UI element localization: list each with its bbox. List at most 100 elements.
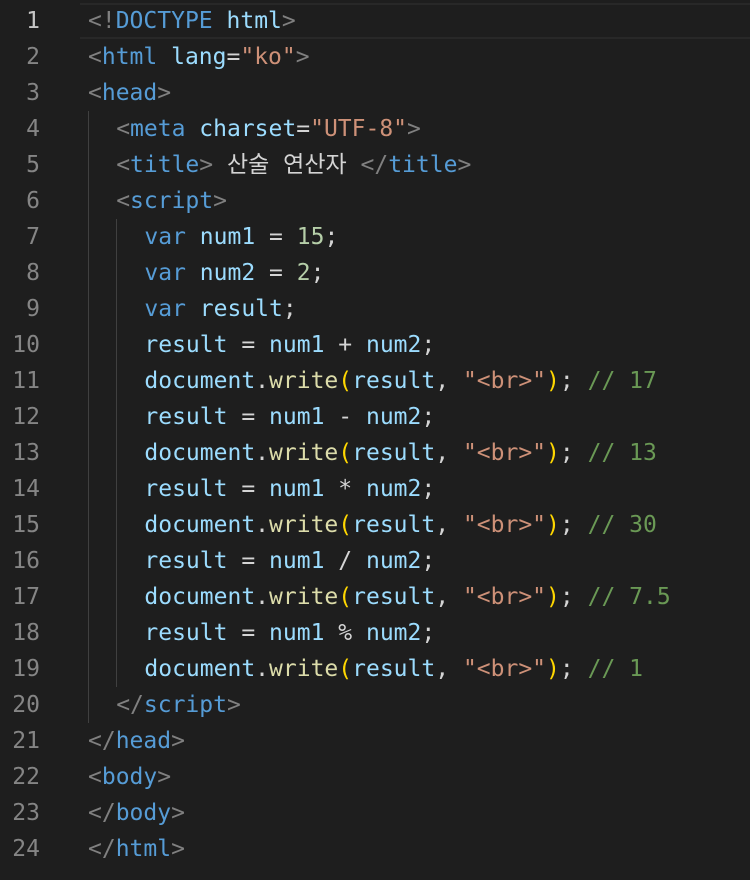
code-token: head [101, 80, 158, 106]
code-token: ( [338, 368, 353, 394]
line-number: 4 [26, 116, 40, 142]
line-number: 15 [12, 512, 40, 538]
code-line-content[interactable]: document.write(result, "<br>"); // 17 [80, 363, 750, 399]
indent-guide [88, 111, 89, 723]
code-line-content[interactable]: <!DOCTYPE html> [80, 3, 750, 39]
code-line[interactable]: 4 <meta charset="UTF-8"> [0, 111, 750, 147]
code-token: 2 [296, 260, 311, 286]
code-line[interactable]: 22 <body> [0, 759, 750, 795]
code-text: </head> [88, 723, 185, 759]
code-line-content[interactable]: result = num1 - num2; [80, 399, 750, 435]
code-line[interactable]: 1<!DOCTYPE html> [0, 3, 750, 39]
code-line-content[interactable]: result = num1 / num2; [80, 543, 750, 579]
line-number: 5 [26, 152, 40, 178]
code-line[interactable]: 3<head> [0, 75, 750, 111]
code-line-content[interactable]: </script> [80, 687, 750, 723]
code-line-content[interactable]: <title> 산술 연산자 </title> [80, 147, 750, 183]
code-token: = [227, 332, 270, 358]
code-token: . [255, 584, 270, 610]
code-token: num2 [365, 404, 422, 430]
code-line[interactable]: 15 document.write(result, "<br>"); // 30 [0, 507, 750, 543]
code-token: var [144, 224, 186, 250]
code-token: charset [199, 116, 297, 142]
code-token: // 30 [587, 512, 657, 538]
code-line-content[interactable]: document.write(result, "<br>"); // 13 [80, 435, 750, 471]
line-number: 22 [12, 764, 40, 790]
code-text: <script> [116, 183, 227, 219]
code-line-content[interactable]: document.write(result, "<br>"); // 30 [80, 507, 750, 543]
code-text: <body> [88, 759, 171, 795]
code-token: body [115, 800, 172, 826]
code-token: lang [171, 44, 227, 70]
code-token: - [324, 404, 366, 430]
code-line-content[interactable]: result = num1 % num2; [80, 615, 750, 651]
code-token: , [435, 440, 463, 466]
code-line-content[interactable]: <meta charset="UTF-8"> [80, 111, 750, 147]
code-token: result [144, 620, 228, 646]
code-token: < [116, 116, 131, 142]
code-token: > [171, 728, 185, 754]
code-line[interactable]: 2<html lang="ko"> [0, 39, 750, 75]
code-line-content[interactable]: var num2 = 2; [80, 255, 750, 291]
code-token: > [171, 836, 185, 862]
line-number: 12 [12, 404, 40, 430]
code-line-content[interactable]: </head> [80, 723, 750, 759]
code-token: meta [130, 116, 186, 142]
code-token: num1 [269, 548, 325, 574]
code-token: 산술 연산자 [213, 152, 361, 178]
code-token: write [269, 440, 339, 466]
code-token: = [227, 620, 270, 646]
code-line[interactable]: 24</html> [0, 831, 750, 867]
code-token: . [255, 440, 270, 466]
code-text: </body> [88, 795, 185, 831]
code-token: / [324, 548, 366, 574]
code-line-content[interactable]: document.write(result, "<br>"); // 7.5 [80, 579, 750, 615]
code-token: var [144, 296, 186, 322]
code-token: // 7.5 [587, 584, 671, 610]
code-line-content[interactable]: </body> [80, 795, 750, 831]
code-line-content[interactable]: document.write(result, "<br>"); // 1 [80, 651, 750, 687]
code-token: = [227, 476, 270, 502]
code-text: <meta charset="UTF-8"> [116, 111, 421, 147]
code-line-content[interactable]: <html lang="ko"> [80, 39, 750, 75]
code-line-content[interactable]: </html> [80, 831, 750, 867]
code-line-content[interactable]: <head> [80, 75, 750, 111]
code-token: = [226, 44, 241, 70]
code-token: script [143, 692, 227, 718]
code-line-content[interactable]: result = num1 + num2; [80, 327, 750, 363]
code-token: result [144, 548, 228, 574]
code-line[interactable]: 6<script> [0, 183, 750, 219]
code-token: title [130, 152, 200, 178]
code-line-content[interactable]: result = num1 * num2; [80, 471, 750, 507]
code-line-content[interactable]: var result; [80, 291, 750, 327]
code-line[interactable]: 20</script> [0, 687, 750, 723]
code-line-content[interactable]: <script> [80, 183, 750, 219]
code-text: result = num1 - num2; [144, 399, 435, 435]
code-token [213, 8, 227, 34]
code-token: "<br>" [462, 512, 547, 538]
code-token: ; [559, 440, 588, 466]
code-token: num1 [269, 404, 325, 430]
code-line[interactable]: 21 </head> [0, 723, 750, 759]
code-token: = [255, 224, 297, 250]
code-line[interactable]: 12 result = num1 - num2; [0, 399, 750, 435]
code-line-content[interactable]: var num1 = 15; [80, 219, 750, 255]
line-number: 21 [12, 728, 40, 754]
code-line[interactable]: 5 <title> 산술 연산자 </title> [0, 147, 750, 183]
code-line[interactable]: 23</body> [0, 795, 750, 831]
code-text: </script> [116, 687, 241, 723]
code-token: write [269, 656, 339, 682]
code-line-content[interactable]: <body> [80, 759, 750, 795]
